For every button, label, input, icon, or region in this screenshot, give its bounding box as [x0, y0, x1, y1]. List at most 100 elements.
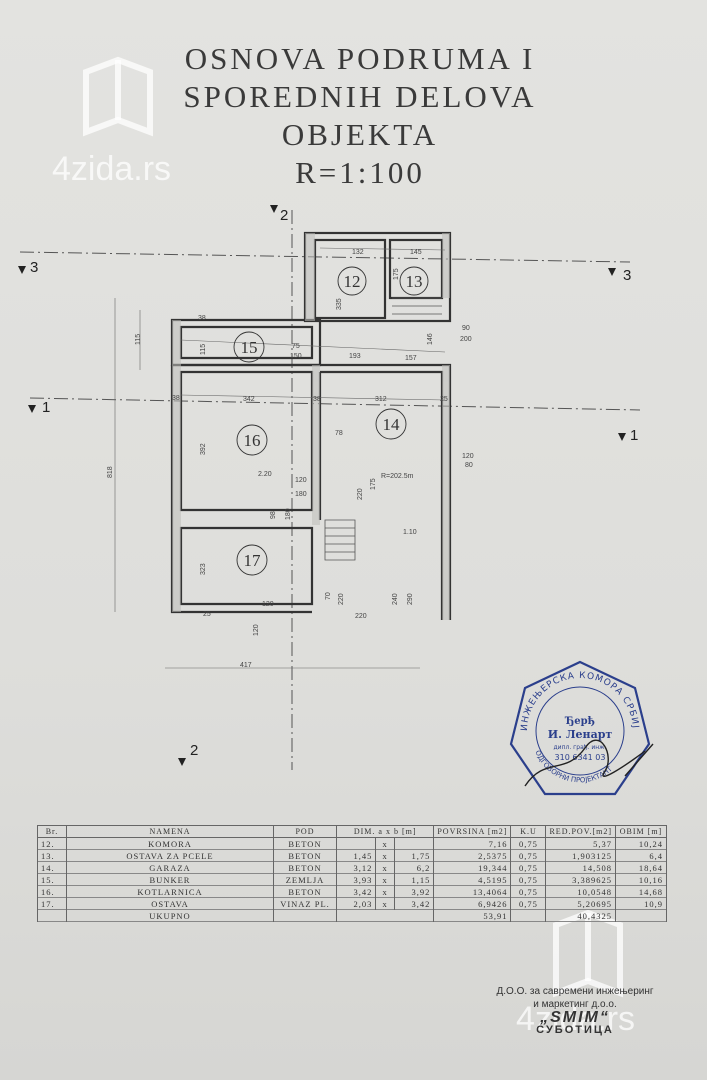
dim-70: 70 [325, 592, 332, 600]
cell-ku: 0,75 [510, 861, 546, 874]
dim-38a: 38 [198, 315, 206, 322]
title-scale: R=1:100 [295, 155, 425, 190]
cell-ku: 0,75 [510, 837, 546, 850]
signature-icon [524, 739, 654, 787]
room-label-17: 17 [244, 551, 262, 570]
dim-323: 323 [200, 563, 207, 575]
dim-220c: 220 [355, 613, 367, 620]
cell-pod: BETON [273, 885, 337, 898]
room-labels: 12 13 14 15 16 17 [233, 266, 429, 576]
dim-342: 342 [243, 396, 255, 403]
cell-obim: 10,24 [615, 837, 667, 850]
cell-dim-x: x [375, 861, 395, 874]
cell-pod: BETON [273, 861, 337, 874]
cell-redpov: 3,389625 [545, 873, 616, 886]
firm-name: „SMIM“ [540, 1009, 610, 1026]
cell-obim: 10,9 [615, 897, 667, 910]
cell-dim-b: 1,75 [393, 849, 434, 862]
firm-city: СУБОТИЦА [536, 1024, 614, 1036]
dim-115b: 115 [200, 344, 207, 355]
title-line-2: SPOREDNIH DELOVA [183, 79, 537, 114]
cell-redpov: 10,0548 [545, 885, 616, 898]
dim-25a: 25 [440, 396, 448, 403]
cell-namena: BUNKER [66, 873, 274, 886]
col-pod: POD [273, 825, 337, 838]
room-label-13: 13 [406, 272, 423, 291]
dim-75: 75 [292, 343, 300, 350]
cell-povrsina: 7,16 [433, 837, 511, 850]
cell-obim: 14,68 [615, 885, 667, 898]
table-total-row: UKUPNO 53,91 40,4325 [37, 909, 667, 922]
stamp-line-3: дипл. грађ. инж. [554, 744, 607, 751]
section-mark-2-top: 2 [280, 207, 288, 224]
room-label-12: 12 [344, 272, 361, 291]
firm-line-2: и маркетинг д.о.о. [533, 999, 617, 1010]
col-ku: K.U [510, 825, 546, 838]
cell-povrsina: 13,4064 [433, 885, 511, 898]
firm-block: Д.О.О. за савремени инжењеринг и маркети… [450, 985, 700, 1037]
dim-417: 417 [240, 662, 252, 669]
cell-br: 13. [37, 849, 67, 862]
cell-dim-a: 3,42 [335, 885, 376, 898]
section-mark-2-bottom: 2 [190, 742, 198, 759]
dim-180b: 180 [285, 508, 292, 520]
dim-98: 98 [270, 511, 277, 519]
dim-25b: 25 [203, 611, 211, 618]
total-redpov: 40,4325 [545, 909, 616, 922]
cell-br: 14. [37, 861, 67, 874]
cell-br: 12. [37, 837, 67, 850]
dim-132: 132 [352, 249, 364, 256]
cell-povrsina: 4,5195 [433, 873, 511, 886]
floor-plan: 12 13 14 15 16 17 2 3 3 1 1 2 [18, 205, 641, 770]
section-mark-3-right: 3 [623, 267, 631, 284]
title-line-1: OSNOVA PODRUMA I [184, 41, 536, 76]
title-line-3: OBJEKTA [281, 117, 439, 152]
cell-ku: 0,75 [510, 885, 546, 898]
cell-ku: 0,75 [510, 849, 546, 862]
cell-redpov: 14,508 [545, 861, 616, 874]
dim-120d: 120 [253, 624, 260, 636]
dim-240: 240 [392, 593, 399, 605]
cell-obim: 10,16 [615, 873, 667, 886]
cell-namena: OSTAVA ZA PCELE [66, 849, 274, 862]
cell-redpov: 5,37 [545, 837, 616, 850]
cell-dim-a: 2,03 [335, 897, 376, 910]
cell-pod: BETON [273, 849, 337, 862]
cell-povrsina: 6,9426 [433, 897, 511, 910]
cell-dim-b [393, 837, 434, 850]
dim-120c: 120 [262, 601, 274, 608]
room-label-14: 14 [383, 415, 401, 434]
dim-312: 312 [375, 396, 387, 403]
col-redpov: RED.POV.[m2] [545, 825, 616, 838]
section-mark-1-right: 1 [630, 427, 638, 444]
cell-pod: ZEMLJA [273, 873, 337, 886]
cell-pod: BETON [273, 837, 337, 850]
section-mark-3-left: 3 [30, 259, 38, 276]
dim-145: 145 [410, 249, 422, 256]
dim-220a: 220 [357, 488, 364, 500]
dim-180: 180 [295, 491, 307, 498]
dim-175b: 175 [370, 478, 377, 490]
rooms-table: Br. NAMENA POD DIM. a x b [m] POVRSINA [… [37, 825, 667, 922]
cell-namena: GARAZA [66, 861, 274, 874]
dim-818: 818 [107, 466, 114, 478]
watermark-logo-icon [83, 56, 153, 137]
total-povrsina: 53,91 [433, 909, 511, 922]
dim-38b: 38 [172, 395, 180, 402]
col-obim: OBIM [m] [615, 825, 667, 838]
dim-115a: 115 [135, 334, 142, 345]
cell-dim-b: 1,15 [393, 873, 434, 886]
col-br: Br. [37, 825, 67, 838]
stamp-line-4: 310 6341 03 [555, 753, 606, 762]
dim-146: 146 [427, 333, 434, 345]
col-namena: NAMENA [66, 825, 274, 838]
cell-dim-a [335, 837, 376, 850]
watermark-text-bottom: 4zida.rs [516, 1000, 636, 1038]
stamp-line-1: Ђерђ [564, 716, 595, 727]
dim-200: 200 [460, 336, 472, 343]
cell-namena: OSTAVA [66, 897, 274, 910]
